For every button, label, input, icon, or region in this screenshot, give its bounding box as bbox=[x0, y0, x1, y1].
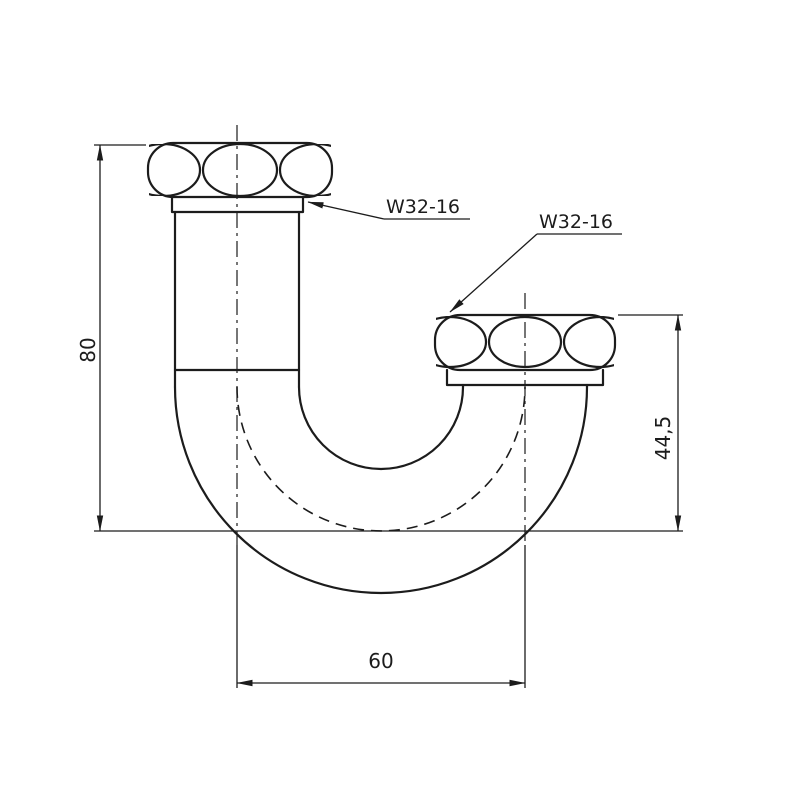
dimension-width-centers: 60 bbox=[236, 545, 526, 688]
left-nut-left-lobe bbox=[149, 144, 202, 196]
left-nut-collar bbox=[170, 195, 305, 214]
dim-80-label: 80 bbox=[76, 337, 100, 362]
right-nut-collar bbox=[445, 368, 605, 387]
dim-60-label: 60 bbox=[368, 649, 393, 673]
dimension-height-total: 80 bbox=[76, 144, 683, 532]
fitting-outline bbox=[146, 141, 617, 595]
right-union-nut bbox=[433, 313, 617, 387]
thread-label-left: W32-16 bbox=[386, 196, 460, 218]
leader-thread-left: W32-16 bbox=[307, 196, 470, 220]
left-nut-right-lobe bbox=[278, 144, 331, 196]
right-nut-left-lobe bbox=[436, 316, 488, 369]
right-nut-right-lobe bbox=[562, 316, 614, 369]
u-bend bbox=[173, 385, 589, 595]
bend-outer-arc bbox=[173, 385, 589, 595]
dim-445-label: 44,5 bbox=[651, 416, 675, 461]
right-nut-body bbox=[433, 313, 617, 372]
thread-label-right: W32-16 bbox=[539, 211, 613, 233]
leader-right-line bbox=[449, 233, 538, 313]
left-nut-body bbox=[146, 141, 334, 199]
right-nut-center-lobe bbox=[487, 315, 563, 369]
centerlines bbox=[236, 125, 526, 545]
dimension-height-right: 44,5 bbox=[618, 314, 683, 532]
leader-left-line bbox=[307, 201, 385, 220]
centerline-bend-arc bbox=[236, 386, 526, 532]
left-nut-center-lobe bbox=[201, 142, 279, 198]
bend-inner-arc bbox=[297, 385, 465, 471]
leader-thread-right: W32-16 bbox=[449, 211, 622, 313]
left-union-nut bbox=[146, 141, 334, 214]
left-pipe bbox=[173, 210, 301, 389]
